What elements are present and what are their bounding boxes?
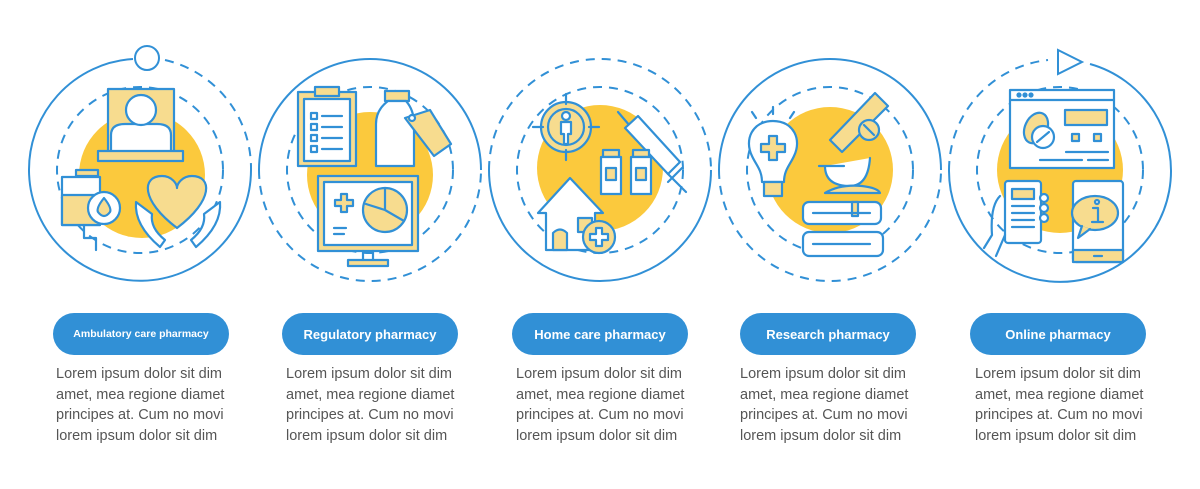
monitor-pie-chart-icon	[316, 174, 420, 268]
heart-in-hands-icon	[134, 174, 222, 249]
online-pharmacy-button[interactable]: Online pharmacy	[970, 313, 1146, 355]
medicine-bottle-tag-icon	[374, 89, 453, 168]
step-online: Online pharmacy Lorem ipsum dolor sit di…	[920, 0, 1150, 489]
lightbulb-cross-icon	[747, 105, 799, 198]
home-care-pharmacy-button[interactable]: Home care pharmacy	[512, 313, 688, 355]
browser-pills-icon	[1008, 88, 1116, 170]
step-research: Research pharmacy Lorem ipsum dolor sit …	[690, 0, 920, 489]
books-icon	[801, 200, 885, 258]
step-home-care: Home care pharmacy Lorem ipsum dolor sit…	[460, 0, 690, 489]
step-description: Lorem ipsum dolor sit dim amet, mea regi…	[975, 366, 1144, 444]
step-description: Lorem ipsum dolor sit dim amet, mea regi…	[740, 366, 909, 444]
clipboard-checklist-icon	[296, 85, 358, 168]
step-regulatory: Regulatory pharmacy Lorem ipsum dolor si…	[230, 0, 460, 489]
vials-icon	[599, 148, 653, 196]
ambulatory-care-pharmacy-button[interactable]: Ambulatory care pharmacy	[53, 313, 229, 355]
research-pharmacy-button[interactable]: Research pharmacy	[740, 313, 916, 355]
syringe-icon	[616, 110, 688, 194]
step-1-rings	[28, 58, 253, 282]
house-medical-cross-icon	[536, 176, 617, 255]
step-5-rings	[947, 59, 1172, 283]
step-description: Lorem ipsum dolor sit dim amet, mea regi…	[516, 366, 685, 444]
blood-drop-icon	[86, 190, 122, 226]
target-person-icon	[531, 92, 601, 162]
microscope-icon	[817, 91, 890, 195]
step-ambulatory-care: Ambulatory care pharmacy Lorem ipsum dol…	[0, 0, 230, 489]
step-description: Lorem ipsum dolor sit dim amet, mea regi…	[286, 366, 455, 444]
smartphone-info-icon	[1070, 179, 1125, 264]
start-node-icon	[134, 45, 160, 71]
phone-in-hand-icon	[982, 179, 1050, 258]
step-2-rings	[258, 58, 482, 282]
step-description: Lorem ipsum dolor sit dim amet, mea regi…	[56, 366, 225, 444]
regulatory-pharmacy-button[interactable]: Regulatory pharmacy	[282, 313, 458, 355]
play-arrow-icon	[1057, 48, 1085, 76]
patient-in-bed-icon	[96, 87, 185, 163]
